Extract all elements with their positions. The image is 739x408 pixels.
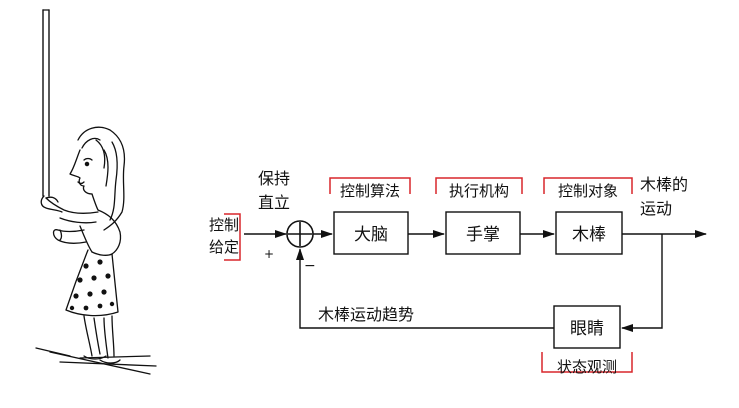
- input-label-line1: 控制: [209, 216, 239, 234]
- input-red-bracket: [224, 213, 241, 261]
- controlled-plant-annotation: 控制对象: [543, 177, 633, 200]
- state-observation-annotation: 状态观测: [541, 352, 633, 376]
- palm-block-label: 手掌: [466, 225, 500, 245]
- raised-arm-icon: [40, 195, 99, 224]
- control-setpoint-label: 控制 给定: [209, 213, 241, 261]
- setpoint-caption-line2: 直立: [258, 193, 290, 212]
- wooden-stick-icon: [42, 9, 50, 197]
- feedback-arrow: [296, 248, 554, 329]
- feedback-label: 木棒运动趋势: [318, 305, 414, 324]
- brain-block-label: 大脑: [354, 225, 388, 245]
- control-algorithm-annotation: 控制算法: [329, 177, 411, 200]
- input-label-line2: 给定: [209, 238, 239, 256]
- torso-icon: [79, 193, 122, 256]
- face-icon: [69, 149, 93, 195]
- polka-dot-skirt-icon: [65, 249, 119, 317]
- eyes-block: 眼睛: [553, 305, 621, 349]
- palm-block: 手掌: [445, 211, 521, 255]
- lower-arm-icon: [52, 229, 87, 244]
- stick-block-label: 木棒: [572, 225, 606, 245]
- person-balancing-stick-illustration: [35, 9, 157, 375]
- brain-block: 大脑: [333, 211, 409, 255]
- output-label-line2: 运动: [640, 199, 672, 218]
- actuator-label: 执行机构: [449, 182, 509, 200]
- output-to-eyes-arrow: [621, 234, 663, 332]
- actuator-annotation: 执行机构: [435, 177, 523, 200]
- controlled-plant-label: 控制对象: [558, 182, 618, 200]
- control-algorithm-label: 控制算法: [340, 182, 400, 200]
- state-observation-label: 状态观测: [557, 358, 617, 376]
- eyes-block-label: 眼睛: [570, 319, 604, 339]
- minus-sign: −: [304, 258, 316, 274]
- hair-icon: [77, 126, 126, 231]
- output-label-line1: 木棒的: [640, 175, 688, 194]
- plus-sign: +: [264, 247, 274, 261]
- stick-block: 木棒: [555, 211, 623, 255]
- setpoint-caption-line1: 保持: [258, 169, 290, 188]
- summing-junction-icon: [286, 220, 314, 248]
- legs-icon: [83, 315, 121, 364]
- ground-lines-icon: [35, 347, 157, 375]
